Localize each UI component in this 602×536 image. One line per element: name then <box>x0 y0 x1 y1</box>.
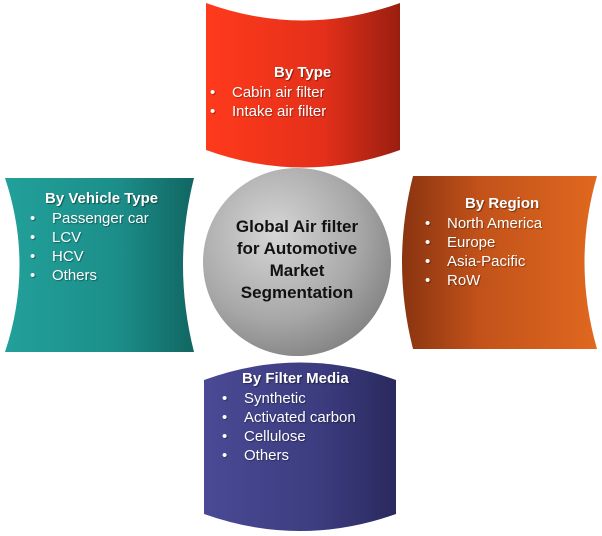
list-item: •Asia-Pacific <box>425 253 526 270</box>
by-type-list: •Cabin air filter •Intake air filter <box>206 83 400 121</box>
bullet-icon: • <box>222 447 228 464</box>
bullet-icon: • <box>210 84 216 101</box>
bullet-icon: • <box>222 390 228 407</box>
by-type-panel: By Type •Cabin air filter •Intake air fi… <box>206 64 400 121</box>
bullet-icon: • <box>425 272 431 289</box>
by-vehicle-shape <box>5 178 194 352</box>
bullet-icon: • <box>425 234 431 251</box>
bullet-icon: • <box>30 210 36 227</box>
bullet-icon: • <box>30 229 36 246</box>
by-region-shape <box>402 176 597 349</box>
list-item: •Activated carbon <box>222 409 356 426</box>
by-vehicle-title: By Vehicle Type <box>45 190 159 207</box>
by-media-panel: By Filter Media •Synthetic •Activated ca… <box>222 370 396 465</box>
bullet-icon: • <box>222 428 228 445</box>
list-item: •Passenger car <box>30 210 149 227</box>
bullet-icon: • <box>222 409 228 426</box>
list-item: •Cabin air filter <box>210 84 325 101</box>
center-title: Global Air filter for Automotive Market … <box>235 217 359 302</box>
by-vehicle-list: •Passenger car •LCV •HCV •Others <box>30 209 195 285</box>
bullet-icon: • <box>425 215 431 232</box>
list-item: •RoW <box>425 272 481 289</box>
list-item: •Others <box>30 267 98 284</box>
list-item: •Intake air filter <box>210 103 327 120</box>
list-item: •Europe <box>425 234 496 251</box>
by-type-shape <box>206 3 400 168</box>
bullet-icon: • <box>30 267 36 284</box>
by-media-list: •Synthetic •Activated carbon •Cellulose … <box>222 389 396 465</box>
list-item: •Others <box>222 447 290 464</box>
list-item: •North America <box>425 215 543 232</box>
bullet-icon: • <box>30 248 36 265</box>
list-item: •Synthetic <box>222 390 306 407</box>
by-media-shape <box>204 362 396 531</box>
bullet-icon: • <box>425 253 431 270</box>
by-region-list: •North America •Europe •Asia-Pacific •Ro… <box>425 214 595 290</box>
by-region-title: By Region <box>465 195 540 212</box>
by-type-title: By Type <box>274 64 332 81</box>
bullet-icon: • <box>210 103 216 120</box>
list-item: •LCV <box>30 229 82 246</box>
center-circle <box>203 168 391 356</box>
by-vehicle-panel: By Vehicle Type •Passenger car •LCV •HCV… <box>30 190 195 285</box>
by-region-panel: By Region •North America •Europe •Asia-P… <box>425 195 595 290</box>
list-item: •HCV <box>30 248 84 265</box>
list-item: •Cellulose <box>222 428 306 445</box>
by-media-title: By Filter Media <box>242 370 349 387</box>
